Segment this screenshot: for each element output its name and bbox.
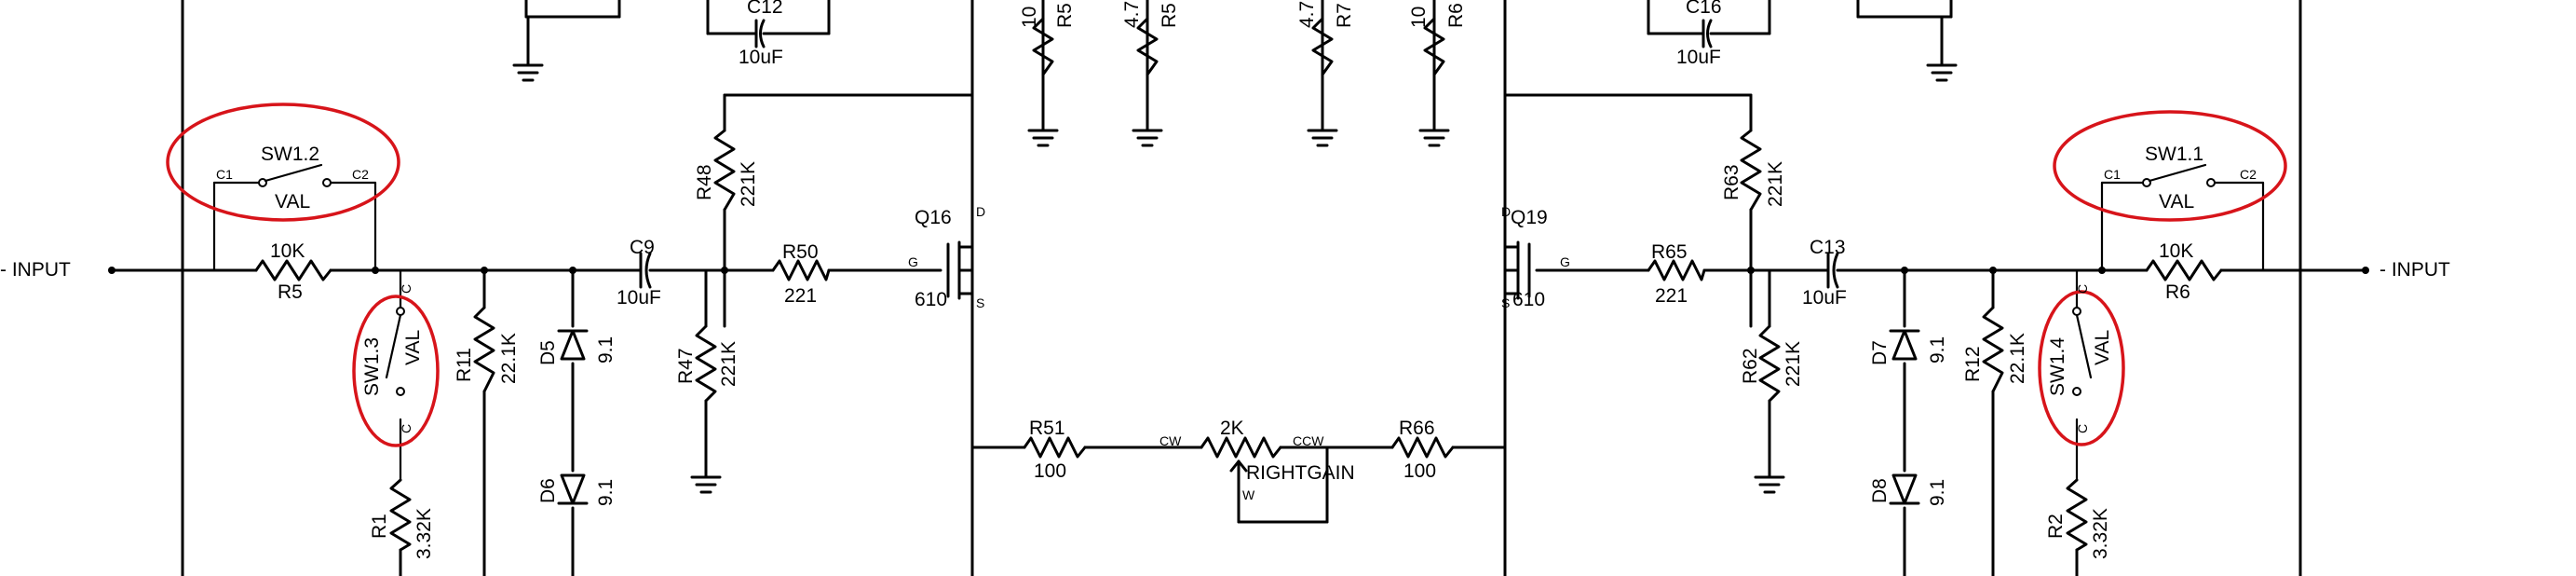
top-partial-h: R6 xyxy=(1445,3,1467,28)
sw1-2-c1: C1 xyxy=(216,167,233,182)
q19-part: 610 xyxy=(1512,289,1545,310)
top-partial-a: 10 xyxy=(1019,7,1040,28)
r47-value: 221K xyxy=(718,341,739,387)
top-partial-g: 10 xyxy=(1408,7,1430,28)
q19-drain: D xyxy=(1501,204,1511,219)
junctions xyxy=(108,267,2369,274)
q16-source: S xyxy=(976,295,984,310)
r5-value: 10K xyxy=(270,240,305,262)
c9-ref: C9 xyxy=(630,237,655,258)
top-partial-f: R7 xyxy=(1334,3,1355,28)
r62-ref: R62 xyxy=(1740,348,1761,384)
r63-value: 221K xyxy=(1765,161,1786,207)
d5-ref: D5 xyxy=(537,340,559,365)
r2-ref: R2 xyxy=(2045,514,2067,539)
d5-value: 9.1 xyxy=(595,336,617,363)
d8-value: 9.1 xyxy=(1927,479,1948,506)
d6-value: 9.1 xyxy=(595,479,617,506)
c13-ref: C13 xyxy=(1810,237,1846,258)
sw1-1-c2: C2 xyxy=(2240,167,2257,182)
c16-value: 10uF xyxy=(1676,47,1721,68)
r48-ref: R48 xyxy=(694,164,715,200)
sw1-3-ref: SW1.3 xyxy=(361,337,383,396)
sw1-2-ref: SW1.2 xyxy=(261,144,319,165)
r6-value: 10K xyxy=(2159,240,2193,262)
r50-ref: R50 xyxy=(782,241,819,263)
r65-value: 221 xyxy=(1655,285,1688,307)
d7-ref: D7 xyxy=(1869,340,1891,365)
top-partial-b: R5 xyxy=(1054,3,1076,28)
capacitor-symbols xyxy=(627,19,1851,289)
sw1-4-pin-top: C xyxy=(2075,284,2090,294)
c16-ref: C16 xyxy=(1686,0,1722,18)
r51-ref: R51 xyxy=(1029,418,1065,439)
pot-wiper: W xyxy=(1242,487,1255,502)
r11-value: 22.1K xyxy=(498,333,520,384)
d7-value: 9.1 xyxy=(1927,336,1948,363)
r51-value: 100 xyxy=(1034,460,1066,482)
c13-value: 10uF xyxy=(1802,287,1847,309)
q16-ref: Q16 xyxy=(915,207,952,228)
switch-symbols xyxy=(258,163,2216,396)
sw1-1-ref: SW1.1 xyxy=(2145,144,2203,165)
r48-value: 221K xyxy=(738,161,759,207)
r2-value: 3.32K xyxy=(2090,508,2111,559)
top-partial-e: 4.7 xyxy=(1296,1,1318,28)
r50-value: 221 xyxy=(784,285,817,307)
r66-ref: R66 xyxy=(1399,418,1435,439)
sw1-1-c1: C1 xyxy=(2104,167,2121,182)
r62-value: 221K xyxy=(1783,341,1804,387)
c9-value: 10uF xyxy=(617,287,661,309)
top-partial-d: R5 xyxy=(1159,3,1180,28)
sw1-3-label: VAL xyxy=(402,330,424,365)
q16-part: 610 xyxy=(915,289,947,310)
wires xyxy=(110,0,2367,576)
d6-ref: D6 xyxy=(537,478,559,503)
pot-ccw: CCW xyxy=(1293,433,1324,448)
ground-symbols xyxy=(512,63,1958,494)
sw1-1-label: VAL xyxy=(2159,191,2194,213)
sw1-4-ref: SW1.4 xyxy=(2047,337,2068,396)
q19-ref: Q19 xyxy=(1511,207,1548,228)
r5-ref: R5 xyxy=(278,281,303,303)
input-label-left: - INPUT xyxy=(0,259,71,281)
r1-ref: R1 xyxy=(369,514,390,539)
r63-ref: R63 xyxy=(1721,164,1742,200)
r6-ref: R6 xyxy=(2165,281,2190,303)
r1-value: 3.32K xyxy=(414,508,435,559)
q19-gate: G xyxy=(1560,254,1570,269)
sw1-4-label: VAL xyxy=(2092,330,2113,365)
q19-source: S xyxy=(1501,295,1510,310)
sw1-3-pin-bottom: C xyxy=(399,424,414,433)
r12-ref: R12 xyxy=(1962,346,1984,382)
sw1-3-pin-top: C xyxy=(399,284,414,294)
highlight-annotations xyxy=(166,103,2287,447)
r12-value: 22.1K xyxy=(2007,333,2028,384)
sw1-4-pin-bottom: C xyxy=(2075,424,2090,433)
resistor-symbols xyxy=(254,17,2223,552)
sw1-2-c2: C2 xyxy=(352,167,369,182)
r66-value: 100 xyxy=(1403,460,1436,482)
top-partial-c: 4.7 xyxy=(1121,1,1143,28)
sw1-2-label: VAL xyxy=(275,191,310,213)
input-label-right: - INPUT xyxy=(2379,259,2450,281)
q16-gate: G xyxy=(908,254,918,269)
r65-ref: R65 xyxy=(1651,241,1688,263)
pot-cw: CW xyxy=(1159,433,1182,448)
r11-ref: R11 xyxy=(454,348,475,382)
pot-value: 2K xyxy=(1220,418,1244,439)
r47-ref: R47 xyxy=(675,348,697,384)
d8-ref: D8 xyxy=(1869,478,1891,503)
pot-name: RIGHTGAIN xyxy=(1246,462,1355,484)
diode-symbols xyxy=(557,329,1920,505)
c12-ref: C12 xyxy=(747,0,783,18)
q16-drain: D xyxy=(976,204,985,219)
c12-value: 10uF xyxy=(739,47,783,68)
